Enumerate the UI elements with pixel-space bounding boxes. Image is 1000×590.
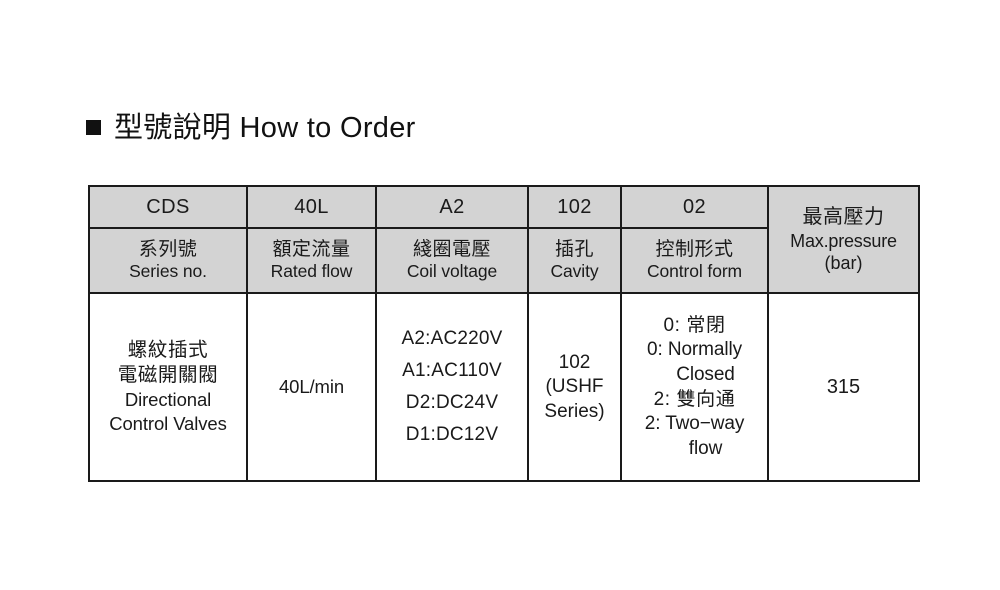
label-control-form-en: Control form <box>646 261 743 282</box>
table-row-codes: CDS 40L A2 102 02 最高壓力 Max.pressure (bar… <box>88 185 920 294</box>
max-pressure-unit: (bar) <box>824 252 863 273</box>
value-series-line-1: 螺紋插式 <box>127 338 209 361</box>
value-coil-voltage-a1: A1:AC110V <box>402 360 502 382</box>
value-cell-series: 螺紋插式 電磁開關閥 Directional Control Valves <box>88 292 248 482</box>
label-cell-series: 系列號 Series no. <box>88 227 248 294</box>
value-cell-control-form: 0: 常閉 0: Normally Closed 2: 雙向通 2: Two−w… <box>620 292 769 482</box>
label-cell-control-form: 控制形式 Control form <box>620 227 769 294</box>
label-cell-rated-flow: 額定流量 Rated flow <box>246 227 377 294</box>
how-to-order-table: CDS 40L A2 102 02 最高壓力 Max.pressure (bar… <box>88 185 920 482</box>
label-cavity-cn: 插孔 <box>554 238 594 260</box>
value-cavity-code: 102 <box>558 351 591 373</box>
value-series-line-3: Directional <box>124 388 212 410</box>
label-series-cn: 系列號 <box>138 238 198 260</box>
max-pressure-label-cn: 最高壓力 <box>802 205 885 228</box>
header-cell-max-pressure: 最高壓力 Max.pressure (bar) <box>767 185 920 294</box>
code-cell-cavity: 102 <box>527 185 622 229</box>
square-bullet-icon <box>86 119 101 135</box>
value-coil-voltage-d2: D2:DC24V <box>405 392 499 414</box>
value-coil-voltage-a2: A2:AC220V <box>401 328 503 350</box>
label-cell-coil-voltage: 綫圈電壓 Coil voltage <box>375 227 529 294</box>
label-control-form-cn: 控制形式 <box>655 238 734 260</box>
label-rated-flow-en: Rated flow <box>270 261 353 282</box>
value-cell-cavity: 102 (USHF Series) <box>527 292 622 482</box>
label-cell-cavity: 插孔 Cavity <box>527 227 622 294</box>
value-rated-flow: 40L/min <box>278 375 345 397</box>
label-cavity-en: Cavity <box>550 261 599 282</box>
table-row-labels: 系列號 Series no. 額定流量 Rated flow 綫圈電壓 Coil… <box>88 227 919 294</box>
value-control-form-line-4: 2: 雙向通 <box>653 388 736 410</box>
section-heading: 型號說明 How to Order <box>86 104 416 146</box>
value-cell-rated-flow: 40L/min <box>246 292 377 482</box>
code-cell-control-form: 02 <box>620 185 769 229</box>
value-control-form-line-6: flow <box>688 437 723 459</box>
value-cell-max-pressure: 315 <box>767 292 920 482</box>
label-coil-voltage-cn: 綫圈電壓 <box>412 238 491 260</box>
label-coil-voltage-en: Coil voltage <box>406 261 498 282</box>
label-rated-flow-cn: 額定流量 <box>272 238 351 260</box>
value-control-form-line-3: Closed <box>676 363 735 385</box>
value-cell-coil-voltage: A2:AC220V A1:AC110V D2:DC24V D1:DC12V <box>375 292 529 482</box>
max-pressure-label-en: Max.pressure <box>790 230 897 251</box>
code-cell-rated-flow: 40L <box>246 185 377 229</box>
value-control-form-line-2: 0: Normally <box>647 339 742 361</box>
value-control-form-line-5: 2: Two−way <box>644 413 745 435</box>
value-cavity-series-2: Series) <box>544 400 605 422</box>
value-cavity-series-1: (USHF <box>545 376 604 398</box>
value-control-form-line-1: 0: 常閉 <box>663 314 726 336</box>
value-series-line-4: Control Valves <box>109 413 227 435</box>
label-series-en: Series no. <box>129 261 207 282</box>
code-cell-coil-voltage: A2 <box>375 185 529 229</box>
value-series-line-2: 電磁開關閥 <box>117 364 219 387</box>
page-title: 型號說明 How to Order <box>114 112 416 144</box>
value-coil-voltage-d1: D1:DC12V <box>405 424 499 446</box>
table-row-values: 螺紋插式 電磁開關閥 Directional Control Valves 40… <box>88 292 920 482</box>
code-cell-series: CDS <box>88 185 248 229</box>
